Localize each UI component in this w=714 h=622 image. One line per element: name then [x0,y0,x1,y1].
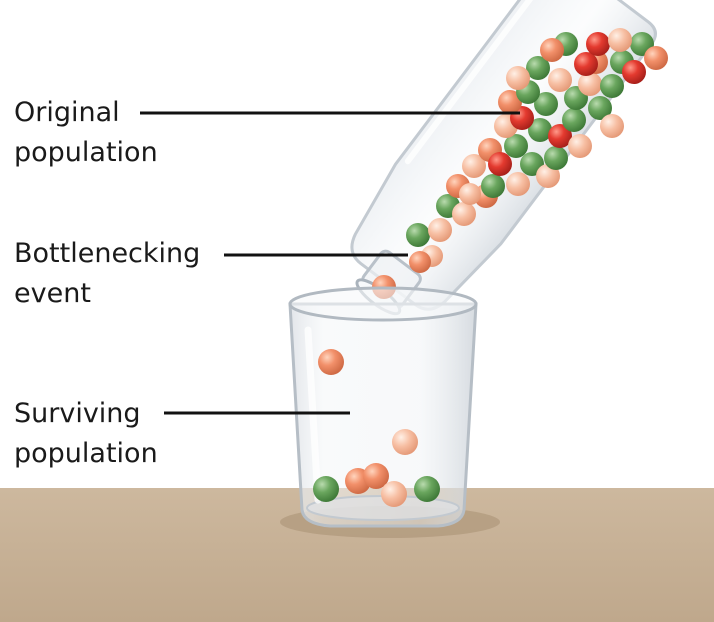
cup-marbles [313,349,440,507]
surviving-label-line2: population [14,438,158,469]
bottlenecking-event-label: Bottlenecking event [14,234,200,314]
original-label-line1: Original [14,97,120,128]
original-population-label: Original population [14,93,158,173]
bottleneck-label-line1: Bottlenecking [14,238,201,269]
original-label-line2: population [14,137,158,168]
bottleneck-label-line2: event [14,278,91,309]
surviving-label-line1: Surviving [14,398,141,429]
surviving-population-label: Surviving population [14,394,158,474]
bottle-marbles [406,28,668,273]
